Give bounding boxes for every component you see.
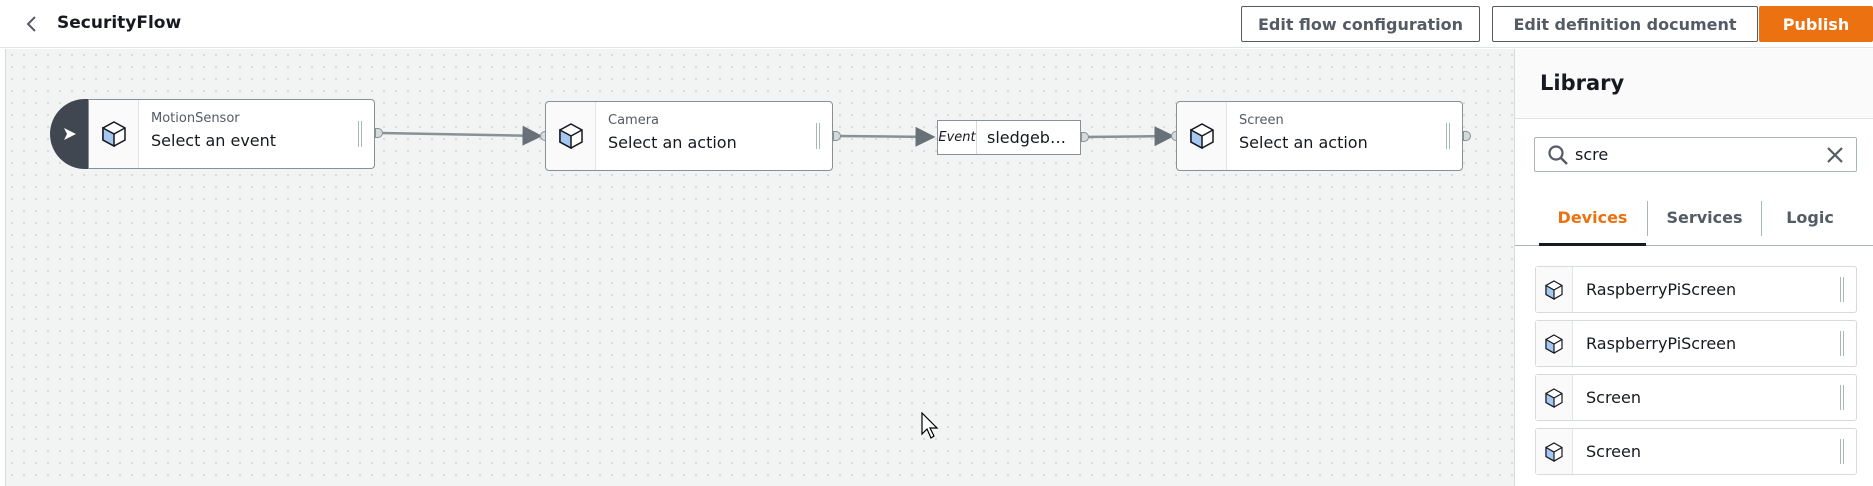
input-port[interactable]	[1171, 131, 1177, 141]
drag-handle[interactable]	[358, 121, 362, 147]
cube-icon	[1545, 441, 1563, 462]
event-tag: Event	[938, 121, 977, 154]
motionsensor-node[interactable]: MotionSensor Select an event	[88, 99, 383, 169]
library-panel: Library Devices Services Logic Raspberry…	[1514, 49, 1873, 486]
camera-node[interactable]: Camera Select an action	[540, 101, 841, 171]
close-icon[interactable]	[1826, 146, 1844, 164]
publish-button[interactable]: Publish	[1759, 6, 1873, 42]
node-action-select[interactable]: Select an action	[608, 133, 737, 152]
library-search[interactable]	[1534, 137, 1857, 172]
search-icon	[1548, 144, 1568, 165]
drag-handle[interactable]	[1840, 439, 1844, 464]
screen-node[interactable]: Screen Select an action	[1171, 101, 1471, 171]
edit-definition-document-button[interactable]: Edit definition document	[1492, 6, 1758, 42]
cube-icon	[1189, 123, 1214, 150]
cube-icon	[558, 123, 583, 150]
edit-flow-configuration-button[interactable]: Edit flow configuration	[1241, 6, 1480, 42]
page-title: SecurityFlow	[57, 13, 182, 33]
library-item-label: Screen	[1586, 388, 1642, 407]
output-port[interactable]	[833, 131, 841, 141]
node-event-select[interactable]: Select an event	[151, 131, 277, 150]
library-item-label: RaspberryPiScreen	[1586, 334, 1737, 353]
cube-icon	[1545, 279, 1563, 300]
play-arrow-icon	[64, 128, 76, 140]
library-item-label: Screen	[1586, 442, 1642, 461]
chevron-left-icon	[26, 16, 36, 32]
drag-handle[interactable]	[1840, 277, 1844, 302]
library-item[interactable]: Screen	[1535, 428, 1857, 475]
library-item[interactable]: RaspberryPiScreen	[1535, 266, 1857, 313]
library-tabs: Devices Services Logic	[1515, 189, 1873, 246]
output-port[interactable]	[1081, 132, 1089, 142]
tab-services[interactable]: Services	[1666, 207, 1743, 227]
drag-handle[interactable]	[816, 123, 820, 149]
tab-devices[interactable]: Devices	[1539, 189, 1646, 246]
cube-icon	[1545, 387, 1563, 408]
mouse-cursor-icon	[921, 412, 939, 439]
output-port[interactable]	[1463, 131, 1471, 141]
input-port[interactable]	[540, 131, 546, 141]
event-node[interactable]: Event sledgeb…	[937, 120, 1089, 155]
output-port[interactable]	[375, 128, 383, 138]
drag-handle[interactable]	[1840, 385, 1844, 410]
node-device-name: Camera	[608, 113, 660, 128]
library-item-label: RaspberryPiScreen	[1586, 280, 1737, 299]
node-action-select[interactable]: Select an action	[1239, 133, 1368, 152]
event-value[interactable]: sledgeb…	[987, 128, 1066, 147]
drag-handle[interactable]	[1840, 331, 1844, 356]
tab-logic[interactable]: Logic	[1786, 207, 1834, 227]
node-device-name: Screen	[1239, 113, 1284, 128]
top-header: SecurityFlow Edit flow configuration Edi…	[0, 0, 1873, 48]
cube-icon	[101, 121, 126, 148]
drag-handle[interactable]	[1446, 123, 1450, 149]
connector-lines	[378, 125, 1175, 147]
search-input[interactable]	[1575, 139, 1826, 170]
library-item[interactable]: RaspberryPiScreen	[1535, 320, 1857, 367]
node-device-name: MotionSensor	[151, 111, 240, 126]
library-item[interactable]: Screen	[1535, 374, 1857, 421]
back-button[interactable]	[20, 12, 44, 36]
library-title: Library	[1515, 49, 1873, 119]
cube-icon	[1545, 333, 1563, 354]
